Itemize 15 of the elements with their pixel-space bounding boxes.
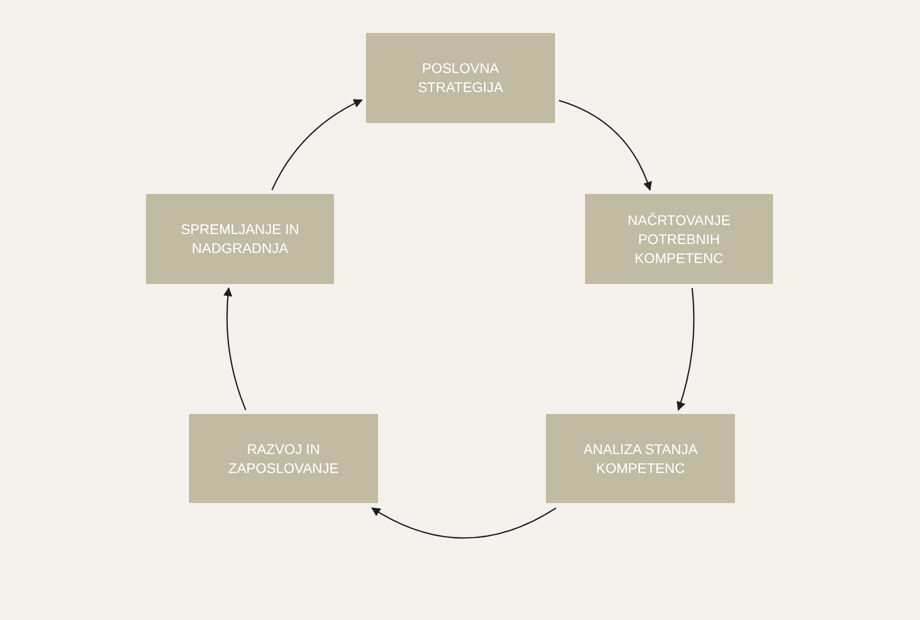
step-label: RAZVOJ IN ZAPOSLOVANJE (227, 440, 340, 478)
process-box (546, 414, 735, 503)
step-label: POSLOVNA STRATEGIJA (416, 59, 504, 97)
process-box (146, 194, 334, 284)
curved-arrow (558, 100, 652, 191)
process-box (585, 194, 773, 284)
curved-arrow (676, 288, 695, 411)
process-box (189, 414, 378, 503)
step-label: ANALIZA STANJA KOMPETENC (582, 440, 699, 478)
process-box (366, 33, 555, 123)
curved-arrow (223, 287, 246, 410)
curved-arrow (371, 507, 556, 539)
curved-arrow (271, 99, 363, 190)
step-label: SPREMLJANJE IN NADGRADNJA (180, 220, 300, 258)
step-label: NAČRTOVANJE POTREBNIH KOMPETENC (626, 210, 732, 268)
